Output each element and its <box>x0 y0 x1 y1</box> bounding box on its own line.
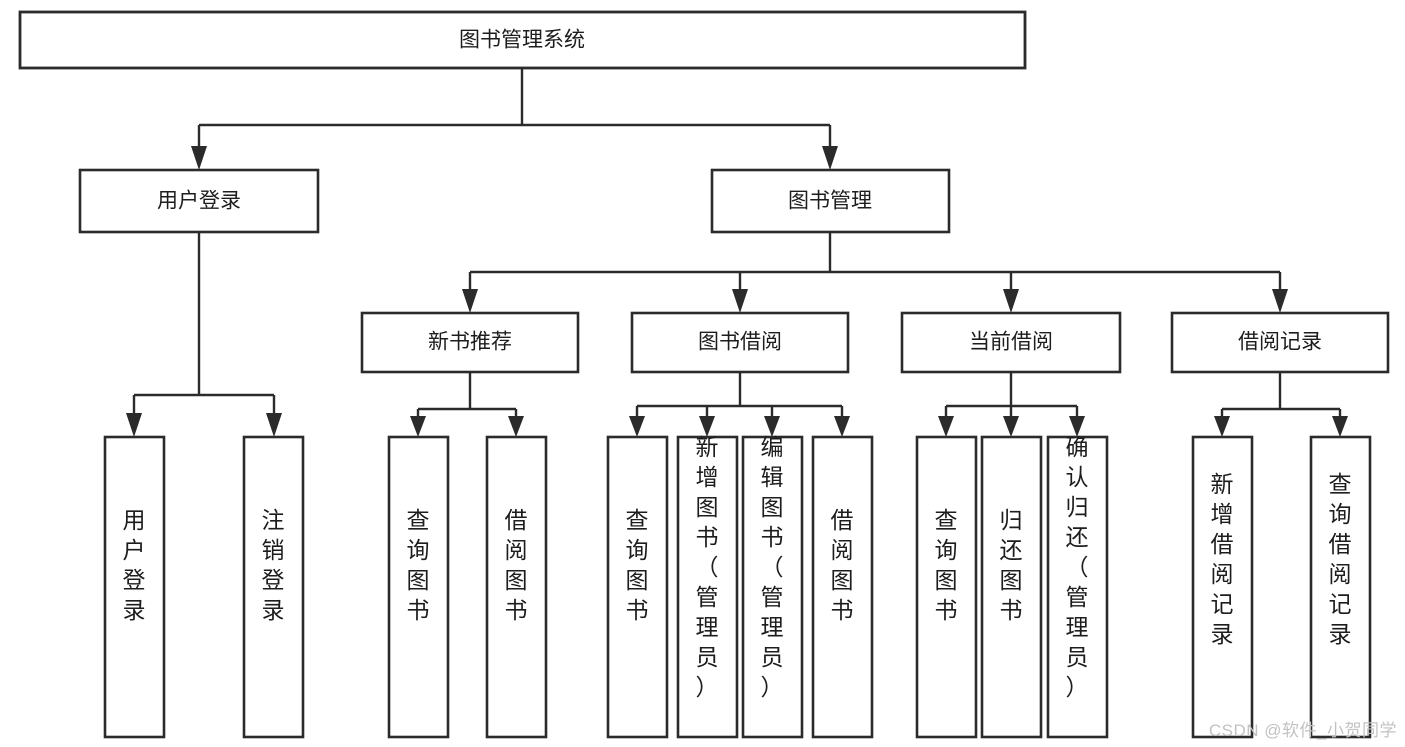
node-current-borrow-box[interactable] <box>900 311 1122 374</box>
node-borrow-record[interactable]: 借阅记录 <box>1170 311 1390 374</box>
leaf-borrow-record-0-label: 新增借阅记录 <box>1211 471 1234 647</box>
arrow-head-new-book-leaf-0 <box>410 416 426 437</box>
node-new-book-recommend[interactable]: 新书推荐 <box>360 311 580 374</box>
leaf-new-book-0-label: 查询图书 <box>407 507 430 623</box>
leaf-current-borrow-2-label: 确认归还（管理员） <box>1066 434 1089 700</box>
leaf-book-borrow-3-box[interactable] <box>811 435 874 739</box>
node-current-borrow-label: 当前借阅 <box>969 331 1053 354</box>
leaf-user-login-0-box[interactable] <box>103 435 166 739</box>
leaf-node[interactable]: 查询借阅记录 <box>1309 435 1372 739</box>
leaf-node[interactable]: 用户登录 <box>103 435 166 739</box>
connector-group-borrowrecord-to-leaves <box>1214 372 1348 437</box>
leaf-book-borrow-3-label: 借阅图书 <box>831 507 854 623</box>
arrow-head-borrow-record-leaf-0 <box>1214 416 1230 437</box>
leaf-node[interactable]: 归还图书 <box>980 435 1043 739</box>
leaf-node[interactable]: 借阅图书 <box>485 435 548 739</box>
leaf-new-book-0-box[interactable] <box>387 435 450 739</box>
arrow-head-user-login-leaf-0 <box>126 413 142 437</box>
arrow-head-book-borrow-leaf-1 <box>699 416 715 437</box>
node-book-manage[interactable]: 图书管理 <box>710 168 951 234</box>
arrow-head-book-borrow-leaf-2 <box>764 416 780 437</box>
leaf-book-borrow-2-box[interactable] <box>741 435 804 739</box>
node-book-borrow-box[interactable] <box>630 311 850 374</box>
arrow-head-book-manage <box>822 146 838 170</box>
leaf-book-borrow-0-box[interactable] <box>606 435 669 739</box>
node-root-box[interactable] <box>18 10 1027 70</box>
leaf-new-book-1-label: 借阅图书 <box>505 507 528 623</box>
leaf-borrow-record-1-box[interactable] <box>1309 435 1372 739</box>
leaf-node[interactable]: 查询图书 <box>387 435 450 739</box>
node-user-login-label: 用户登录 <box>157 190 241 213</box>
connector-group-currentborrow-to-leaves <box>938 372 1085 437</box>
arrow-head-user-login <box>191 146 207 170</box>
leaf-node[interactable]: 新增图书（管理员） <box>676 434 739 739</box>
connector-group-bookborrow-to-leaves <box>629 372 850 437</box>
connector-group-bookmanage-to-level2 <box>462 232 1288 313</box>
leaf-new-book-1-box[interactable] <box>485 435 548 739</box>
node-new-book-recommend-label: 新书推荐 <box>428 331 512 354</box>
node-root[interactable]: 图书管理系统 <box>18 10 1027 70</box>
arrow-head-current-borrow-leaf-1 <box>1003 416 1019 437</box>
leaf-borrow-record-0-box[interactable] <box>1191 435 1254 739</box>
arrow-head-new-book-leaf-1 <box>508 416 524 437</box>
arrow-head-borrow-record <box>1272 289 1288 313</box>
node-user-login[interactable]: 用户登录 <box>78 168 320 234</box>
connector-group-newbook-to-leaves <box>410 372 524 437</box>
node-book-borrow[interactable]: 图书借阅 <box>630 311 850 374</box>
leaf-node[interactable]: 注销登录 <box>242 435 305 739</box>
leaf-current-borrow-0-label: 查询图书 <box>935 507 958 623</box>
arrow-head-book-borrow-leaf-3 <box>834 416 850 437</box>
leaf-node[interactable]: 查询图书 <box>915 435 978 739</box>
leaf-book-borrow-1-box[interactable] <box>676 435 739 739</box>
leaf-user-login-0-label: 用户登录 <box>123 507 146 623</box>
leaf-node[interactable]: 确认归还（管理员） <box>1046 434 1109 739</box>
leaf-book-borrow-2-label: 编辑图书（管理员） <box>761 434 784 700</box>
csdn-watermark: CSDN @软件_小贺同学 <box>1208 721 1397 740</box>
leaf-user-login-1-box[interactable] <box>242 435 305 739</box>
leaf-user-login-1-label: 注销登录 <box>262 507 285 623</box>
node-root-label: 图书管理系统 <box>459 29 585 52</box>
arrow-head-new-book <box>462 289 478 313</box>
arrow-head-book-borrow-leaf-0 <box>629 416 645 437</box>
node-borrow-record-label: 借阅记录 <box>1238 331 1322 354</box>
node-current-borrow[interactable]: 当前借阅 <box>900 311 1122 374</box>
arrow-head-current-borrow-leaf-2 <box>1069 416 1085 437</box>
leaf-node[interactable]: 借阅图书 <box>811 435 874 739</box>
leaf-current-borrow-1-label: 归还图书 <box>1000 507 1023 623</box>
arrow-head-current-borrow <box>1003 289 1019 313</box>
leaf-book-borrow-0-label: 查询图书 <box>626 507 649 623</box>
leaf-book-borrow-1-label: 新增图书（管理员） <box>696 434 719 700</box>
leaf-node[interactable]: 查询图书 <box>606 435 669 739</box>
arrow-head-current-borrow-leaf-0 <box>938 416 954 437</box>
leaf-current-borrow-0-box[interactable] <box>915 435 978 739</box>
connector-group-root-to-level1 <box>191 68 838 170</box>
leaf-current-borrow-2-box[interactable] <box>1046 435 1109 739</box>
node-user-login-box[interactable] <box>78 168 320 234</box>
leaf-node[interactable]: 编辑图书（管理员） <box>741 434 804 739</box>
arrow-head-user-login-leaf-1 <box>266 413 282 437</box>
arrow-head-book-borrow <box>732 289 748 313</box>
leaf-current-borrow-1-box[interactable] <box>980 435 1043 739</box>
node-book-borrow-label: 图书借阅 <box>698 331 782 354</box>
node-book-manage-label: 图书管理 <box>788 190 872 213</box>
node-borrow-record-box[interactable] <box>1170 311 1390 374</box>
node-book-manage-box[interactable] <box>710 168 951 234</box>
arrow-head-borrow-record-leaf-1 <box>1332 416 1348 437</box>
node-new-book-recommend-box[interactable] <box>360 311 580 374</box>
connector-group-userlogin-to-leaves <box>126 232 282 437</box>
leaf-borrow-record-1-label: 查询借阅记录 <box>1329 471 1352 647</box>
leaf-node[interactable]: 新增借阅记录 <box>1191 435 1254 739</box>
